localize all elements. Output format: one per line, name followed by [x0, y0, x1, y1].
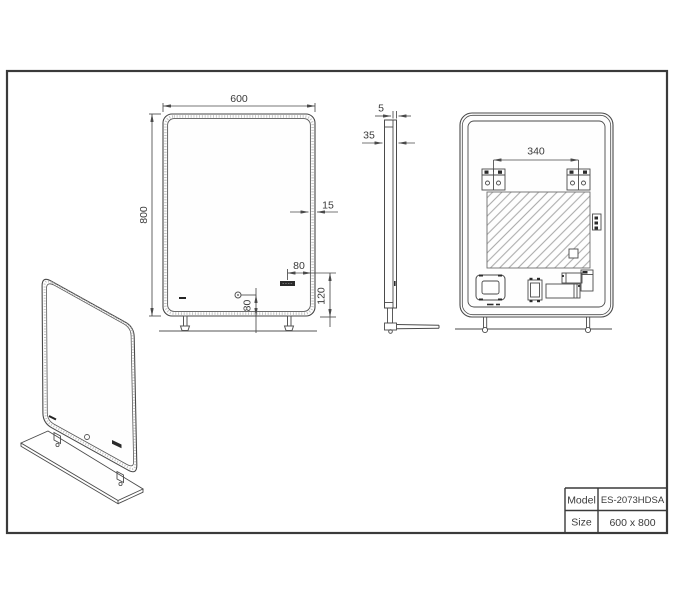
dim-text-height: 800: [138, 206, 150, 224]
back-view-dimensions: [493, 158, 579, 172]
front-view: [159, 113, 317, 332]
front-touch-button-dot: [237, 294, 239, 296]
back-led-driver: [545, 283, 581, 299]
back-left-foot: [481, 326, 489, 334]
back-junction-box: [475, 274, 506, 301]
title-block-model-label: Model: [567, 495, 596, 507]
perspective-display: [112, 440, 122, 449]
back-small-module: [568, 248, 579, 259]
title-block-size-value: 600 x 800: [609, 517, 655, 529]
front-led-band: [164, 115, 314, 315]
perspective-shelf-thickness: [20, 443, 144, 505]
side-foot: [388, 329, 393, 334]
perspective-clock-mark: [48, 415, 57, 421]
perspective-right-bracket: [116, 470, 124, 484]
perspective-left-bracket: [53, 431, 61, 445]
back-terminal-block: [527, 277, 543, 303]
dim-text-button-bottom: 80: [242, 300, 254, 312]
dim-text-frame: 15: [322, 200, 334, 212]
back-view: [455, 112, 614, 334]
perspective-mirror-outline: [41, 278, 138, 473]
dim-text-depth: 35: [363, 130, 375, 142]
dim-text-bracket-spacing: 340: [527, 146, 545, 158]
dim-text-display-bottom: 120: [316, 287, 328, 305]
back-panel-edge: [467, 120, 606, 308]
back-small-driver: [561, 272, 583, 284]
back-power-module: [580, 269, 594, 292]
title-block-model-value: ES-2073HDSA: [601, 495, 665, 506]
front-view-dimensions: [149, 103, 338, 333]
front-mirror-outline: [162, 113, 316, 317]
back-outer-frame-inner-line: [461, 114, 612, 316]
title-block: [564, 487, 666, 532]
dim-text-display-edge: 80: [293, 260, 305, 272]
front-mirror-inner-edge: [167, 118, 311, 312]
back-right-foot: [584, 326, 592, 334]
title-block-size-label: Size: [571, 517, 592, 529]
side-profile: [384, 119, 397, 309]
back-edge-connector: [592, 213, 602, 231]
perspective-mirror-inner-edge: [46, 283, 135, 467]
side-view-dimensions: [362, 111, 415, 145]
perspective-touch-button: [84, 434, 90, 440]
side-view: [384, 119, 440, 334]
front-display: [280, 281, 295, 286]
perspective-view: [20, 278, 144, 505]
dim-text-glass: 5: [378, 103, 384, 115]
dim-text-width: 600: [230, 93, 248, 105]
